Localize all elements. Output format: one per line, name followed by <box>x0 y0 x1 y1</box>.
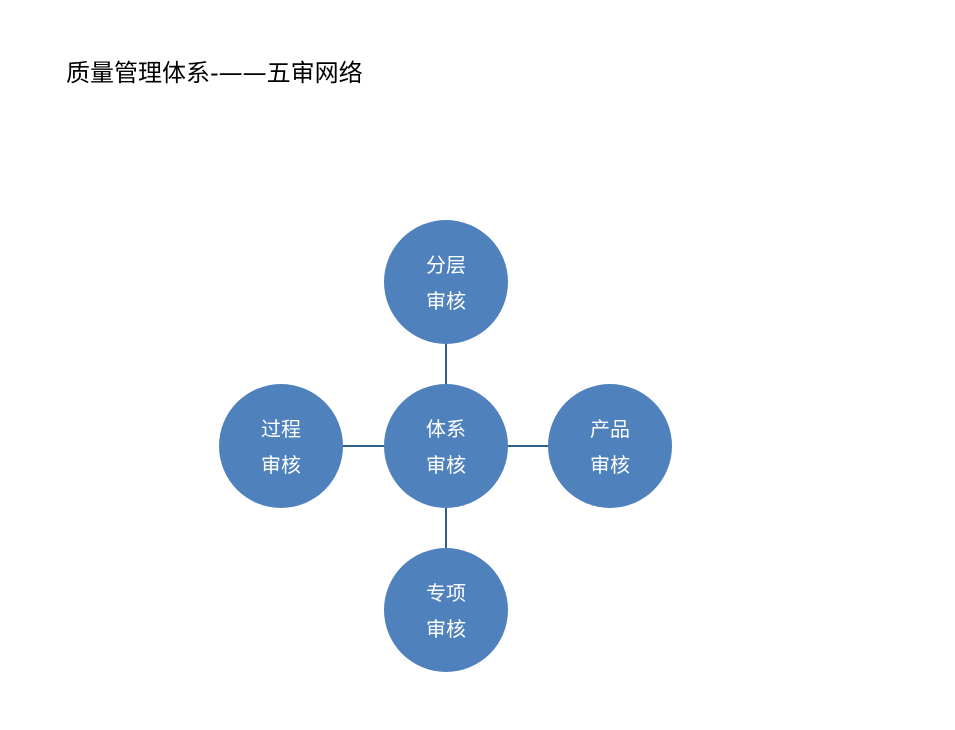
node-process-audit: 过程 审核 <box>219 384 343 508</box>
node-special-audit: 专项 审核 <box>384 548 508 672</box>
node-product-audit: 产品 审核 <box>548 384 672 508</box>
node-label-bottom-line2: 审核 <box>426 617 466 641</box>
node-label-left-line2: 审核 <box>261 453 301 477</box>
page-title: 质量管理体系-——五审网络 <box>66 59 363 87</box>
node-circle-center <box>384 384 508 508</box>
node-label-right-line1: 产品 <box>590 417 630 441</box>
node-circle-bottom <box>384 548 508 672</box>
node-label-bottom-line1: 专项 <box>426 581 466 605</box>
node-label-top-line2: 审核 <box>426 289 466 313</box>
node-label-left-line1: 过程 <box>261 417 301 441</box>
node-label-center-line1: 体系 <box>426 417 466 441</box>
node-circle-right <box>548 384 672 508</box>
node-label-right-line2: 审核 <box>590 453 630 477</box>
node-circle-left <box>219 384 343 508</box>
node-layered-audit: 分层 审核 <box>384 220 508 344</box>
node-label-top-line1: 分层 <box>426 253 466 277</box>
node-system-audit: 体系 审核 <box>384 384 508 508</box>
node-circle-top <box>384 220 508 344</box>
node-label-center-line2: 审核 <box>426 453 466 477</box>
